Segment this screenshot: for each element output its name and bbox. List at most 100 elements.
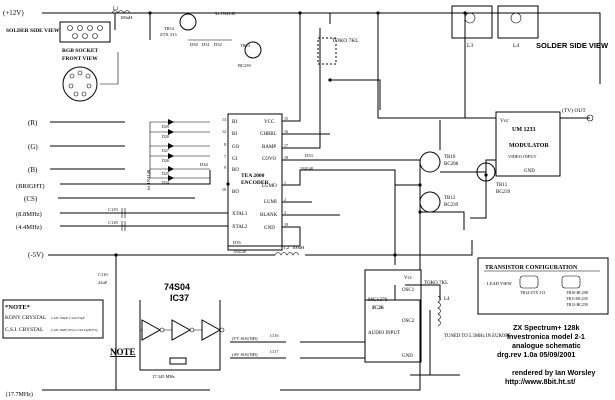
encoder-num-19: 19 — [284, 222, 288, 227]
c117-label: C117 — [270, 349, 279, 354]
ic37-74s04: 74S04 IC37 17.345 MHz — [140, 282, 225, 379]
encoder-pin-bo: BO — [232, 190, 239, 195]
d33-type: 1N4148 — [300, 166, 313, 171]
title-line-3: analogue schematic — [512, 341, 581, 350]
l1-label: L1 — [113, 7, 119, 12]
d27-label: D27 — [162, 148, 169, 153]
tr11-symbol — [476, 162, 496, 182]
tr14-type: ZTX 313 — [160, 32, 177, 37]
tr13-type: BC239 — [238, 63, 252, 68]
rail-8-8mhz-label: (8.8MHz) — [16, 211, 42, 218]
encoder-num-16: 16 — [284, 129, 288, 134]
d35-type: 1N4148 — [233, 249, 246, 254]
transistor-config-box: TRANSISTOR CONFIGURATION LEAD VIEW TR14-… — [477, 257, 609, 315]
encoder-num-15: 15 — [284, 116, 288, 121]
logic-ic-ref: IC37 — [170, 293, 189, 303]
rail-17-7mhz-label: (17.7MHz) — [6, 391, 33, 398]
rgb-solder-side-label: SOLDER SIDE VIEW — [6, 28, 60, 34]
note-label: NOTE — [110, 347, 136, 357]
encoder-pin-covo: COVO — [262, 157, 277, 162]
mc1376-audio-ic: Vcc MC1376 IC26 OSC1 OSC2 AUDIO INPUT GN… — [364, 269, 422, 363]
diode-bank: 6x 1N4148 D29 D28 D27 D26 D25 D24 — [146, 119, 210, 190]
rgb-socket-label: RGB SOCKET — [62, 48, 99, 54]
encoder-pin-gnd: GND — [264, 226, 275, 231]
audio-ic-gnd: GND — [402, 354, 413, 359]
tr14-symbol — [179, 13, 197, 31]
bc-lead-view — [561, 275, 581, 289]
title-block: ZX Spectrum+ 128k Investronica model 2-1… — [497, 323, 595, 386]
d32-label: D32 — [214, 42, 222, 47]
din-socket — [62, 66, 98, 102]
encoder-pin-vcc: VCC — [264, 120, 275, 125]
encoder-pin-blank: BLANK — [260, 213, 278, 218]
modulator-vcc: Vcc — [500, 118, 509, 124]
top-diode-type: 3x 1N4148 — [215, 11, 236, 16]
audio-ic-vcc: Vcc — [404, 276, 413, 281]
encoder-pin-bi: BI — [232, 132, 237, 137]
l2-coil — [274, 252, 300, 256]
encoder-num-18: 18 — [284, 155, 288, 160]
modulator-name: UM 1233 — [512, 127, 536, 133]
crystal-symbol — [169, 357, 187, 365]
title-line-4: drg.rev 1.0a 05/09/2001 — [497, 350, 575, 359]
rail-r-label: (R) — [28, 119, 38, 127]
l2-label: L2 — [284, 245, 289, 250]
title-line-5: rendered by Ian Worsley — [512, 368, 595, 377]
encoder-subname: ENCODER — [241, 180, 270, 186]
kony-values: C120 150pF, C124 33pF — [51, 316, 85, 321]
c110-value: 22uF — [98, 280, 108, 285]
encoder-pin-xtal1: XTAL1 — [232, 212, 248, 217]
d34-label: D34 — [200, 162, 208, 167]
rail-g-label: (G) — [28, 143, 38, 151]
encoder-num-17: 17 — [284, 143, 288, 148]
tr14-lead-view — [519, 275, 539, 289]
rail-bright-label: (BRIGHT) — [16, 183, 45, 190]
inverter-2 — [171, 319, 192, 341]
um1233-modulator: Vcc UM 1233 MODULATOR VIDEO INPUT GND (T… — [495, 107, 594, 177]
tr12-label: TR12 — [444, 196, 456, 201]
tr10-symbol — [419, 151, 441, 173]
csi-crystal: C.S.I. CRYSTAL — [5, 327, 44, 333]
encoder-num-1: 1 — [284, 180, 286, 185]
rail-plus12-label: (+12V) — [3, 9, 24, 17]
rail-b-label: (B) — [28, 166, 38, 174]
solder-side-view-label: SOLDER SIDE VIEW — [536, 41, 609, 50]
encoder-num-8: 8 — [224, 142, 226, 147]
modulator-subname: MODULATOR — [509, 143, 549, 149]
encoder-pin-lumo: LUMO — [262, 184, 277, 189]
logic-ic-type: 74S04 — [164, 282, 190, 292]
toko-top-coil — [317, 37, 337, 65]
rail-minus5-label: (-5V) — [28, 251, 44, 259]
kony-crystal: KONY CRYSTAL — [5, 315, 47, 321]
l1-coil — [111, 10, 131, 14]
encoder-pin-ri: RI — [232, 120, 237, 125]
encoder-pin-lumi: LUMI — [264, 200, 277, 205]
encoder-num-2: 2 — [284, 197, 286, 202]
encoder-num-10: 10 — [222, 187, 226, 192]
encoder-pin-gi: GI — [232, 157, 238, 162]
encoder-num-12: 12 — [222, 129, 226, 134]
encoder-num-7: 7 — [224, 154, 226, 159]
l3-box — [451, 5, 493, 39]
tr13-label: TR13 — [240, 43, 251, 48]
tr11-label: TR11 — [496, 183, 508, 188]
l4-coil — [437, 295, 441, 327]
tr14-label: TR14 — [164, 26, 175, 31]
inverter-3 — [201, 319, 222, 341]
modulator-video: VIDEO INPUT — [508, 154, 537, 159]
encoder-num-13: 13 — [222, 117, 226, 122]
note-title: *NOTE* — [5, 304, 30, 311]
audio-ic-osc1: OSC1 — [402, 288, 415, 293]
toko-bottom-label: TOKO 7KL — [424, 281, 448, 286]
l3-label: L3 — [467, 43, 473, 49]
av-sound-input: (AV SOUND) — [232, 352, 258, 357]
diode-bank-type: 6x 1N4148 — [146, 169, 151, 190]
c110-label: C110 — [98, 272, 108, 277]
tr13-symbol — [244, 41, 262, 59]
encoder-pin-go: GO — [232, 145, 240, 150]
tr11-type: BC239 — [496, 190, 511, 195]
d29-label: D29 — [162, 124, 169, 129]
l4-label: L4 — [513, 43, 519, 49]
lead-view-label: LEAD VIEW — [487, 281, 513, 286]
